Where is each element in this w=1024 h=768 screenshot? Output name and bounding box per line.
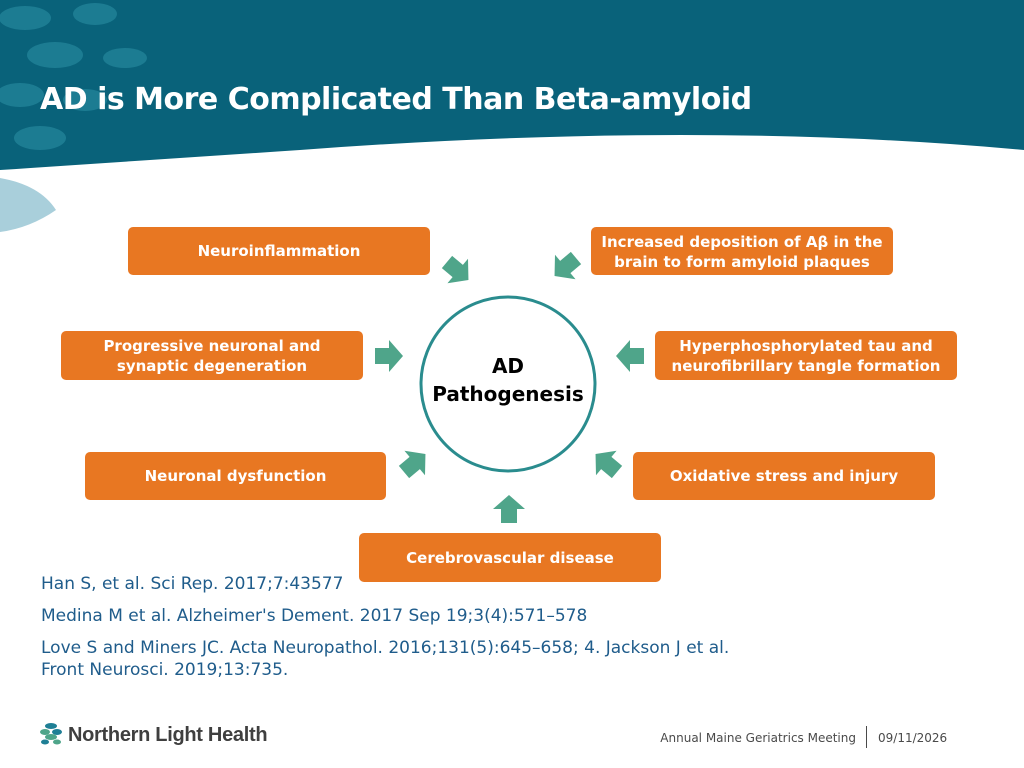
arrow-abeta — [554, 251, 582, 280]
factor-label: Cerebrovascular disease — [406, 548, 614, 567]
factor-box-oxidative: Oxidative stress and injury — [633, 452, 935, 500]
factor-box-cerebrovascular: Cerebrovascular disease — [359, 533, 661, 582]
northern-light-logo: Northern Light Health — [40, 720, 268, 750]
arrow-tau — [616, 340, 644, 372]
factor-label: Progressive neuronal and synaptic degene… — [103, 336, 321, 375]
references: Han S, et al. Sci Rep. 2017;7:43577 Medi… — [41, 573, 771, 691]
factor-label: Neuroinflammation — [197, 242, 361, 260]
factor-label: Increased deposition of Aβ in the brain … — [601, 233, 883, 271]
factor-box-abeta: Increased deposition of Aβ in the brain … — [591, 227, 893, 275]
factor-label: Neuronal dysfunction — [144, 467, 327, 485]
arrow-dysfunction — [398, 450, 426, 479]
reference-item: Han S, et al. Sci Rep. 2017;7:43577 — [41, 574, 344, 594]
slide-title: AD is More Complicated Than Beta-amyloid — [40, 82, 752, 117]
reference-item: Medina M et al. Alzheimer's Dement. 2017… — [41, 606, 588, 626]
arrow-oxidative — [595, 450, 623, 479]
reference-item: Love S and Miners JC. Acta Neuropathol. … — [41, 638, 730, 680]
arrow-cerebrovascular — [493, 495, 525, 523]
logo-text: Northern Light Health — [68, 723, 268, 746]
factor-box-progressive: Progressive neuronal and synaptic degene… — [61, 331, 363, 380]
factor-label: Oxidative stress and injury — [669, 467, 899, 485]
arrow-neuroinflammation — [441, 255, 469, 284]
factor-box-dysfunction: Neuronal dysfunction — [85, 452, 386, 500]
footer-meeting: Annual Maine Geriatrics Meeting — [660, 731, 856, 745]
factor-box-neuroinflammation: Neuroinflammation — [128, 227, 430, 275]
footer-divider — [866, 726, 867, 748]
factor-box-tau: Hyperphosphorylated tau and neurofibrill… — [655, 331, 957, 380]
leaf-cluster-icon — [40, 723, 62, 745]
header-banner — [0, 0, 1024, 232]
center-label: AD Pathogenesis — [432, 354, 584, 406]
arrow-progressive — [375, 340, 403, 372]
factor-label: Hyperphosphorylated tau and neurofibrill… — [671, 336, 941, 375]
footer-date: 09/11/2026 — [878, 731, 948, 745]
